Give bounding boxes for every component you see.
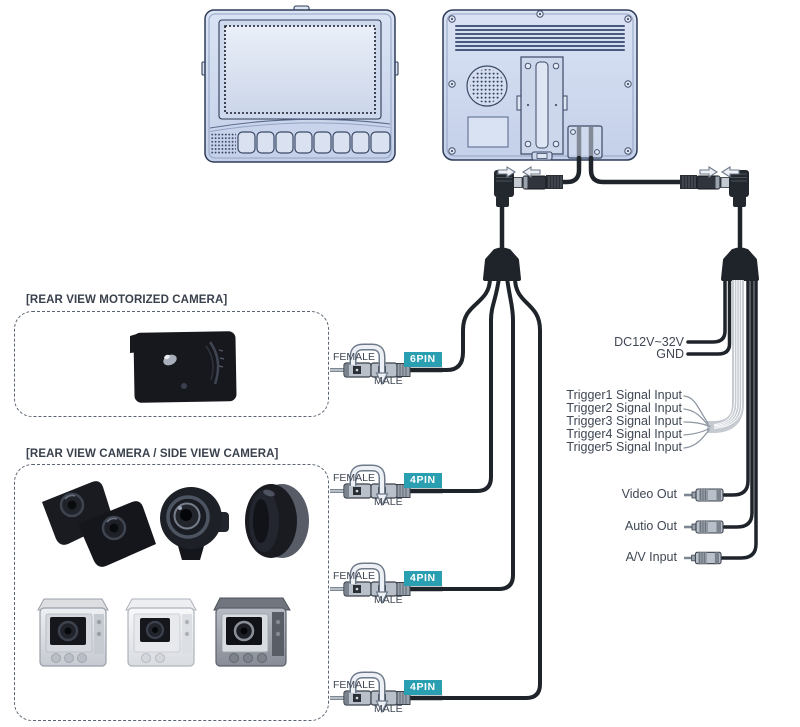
- motorized-camera-image: [130, 331, 237, 403]
- trigger-leader-lines: [683, 395, 711, 449]
- rca-video-out: [682, 487, 725, 503]
- male-label-3: MALE: [374, 703, 403, 715]
- side-view-cameras-image: [42, 481, 309, 567]
- female-label-2: FEMALE: [333, 570, 376, 582]
- male-label-2: MALE: [374, 594, 403, 606]
- trigger3-label: Trigger3 Signal Input: [566, 414, 682, 428]
- female-label-3: FEMALE: [333, 679, 376, 691]
- monitor-rear: [442, 9, 638, 161]
- label-plate: [467, 116, 509, 148]
- rca-av-input: [682, 551, 723, 565]
- cable-clamp: [567, 125, 603, 160]
- vent-slots: [455, 25, 625, 51]
- inline-connector-left: [494, 170, 563, 254]
- box2-title: [REAR VIEW CAMERA / SIDE VIEW CAMERA]: [26, 448, 279, 460]
- male-label-1: MALE: [374, 496, 403, 508]
- female-label-0: FEMALE: [333, 351, 376, 363]
- speaker-grille-front: [210, 133, 236, 154]
- trigger-wire-bundle: [707, 280, 744, 433]
- monitor-cable-right: [588, 155, 685, 185]
- rear-view-cameras-image: [37, 597, 291, 667]
- pin-badge-0: 6PIN: [404, 352, 442, 367]
- dc-power-label: DC12V~32V: [614, 335, 684, 349]
- pin-badge-3: 4PIN: [404, 680, 442, 695]
- splitter-left: [483, 247, 521, 281]
- pin-badge-2: 4PIN: [404, 571, 442, 586]
- trigger2-label: Trigger2 Signal Input: [566, 401, 682, 415]
- screws: [448, 10, 632, 155]
- av-input-label: A/V Input: [625, 550, 677, 564]
- trigger1-label: Trigger1 Signal Input: [566, 388, 682, 402]
- splitter-right: [721, 247, 759, 281]
- mounting-bracket: [516, 56, 568, 161]
- camera-harness-wires: [439, 276, 542, 700]
- av-wires: [712, 278, 758, 560]
- inline-connector-right: [680, 170, 749, 254]
- female-label-1: FEMALE: [333, 472, 376, 484]
- motorized-camera-box: [14, 311, 329, 417]
- pin-badge-1: 4PIN: [404, 473, 442, 488]
- monitor-cable-left: [559, 155, 582, 185]
- power-wires: [686, 278, 732, 356]
- gnd-label: GND: [656, 347, 684, 361]
- rear-side-camera-box: [14, 464, 329, 721]
- monitor-front: [201, 5, 399, 163]
- audio-out-label: Autio Out: [624, 519, 677, 533]
- male-label-0: MALE: [374, 375, 403, 387]
- rca-audio-out: [682, 519, 725, 535]
- monitor-buttons: [237, 131, 391, 154]
- trigger5-label: Trigger5 Signal Input: [566, 440, 682, 454]
- video-out-label: Video Out: [621, 487, 677, 501]
- speaker-rear: [466, 65, 508, 107]
- trigger4-label: Trigger4 Signal Input: [566, 427, 682, 441]
- box1-title: [REAR VIEW MOTORIZED CAMERA]: [26, 294, 228, 306]
